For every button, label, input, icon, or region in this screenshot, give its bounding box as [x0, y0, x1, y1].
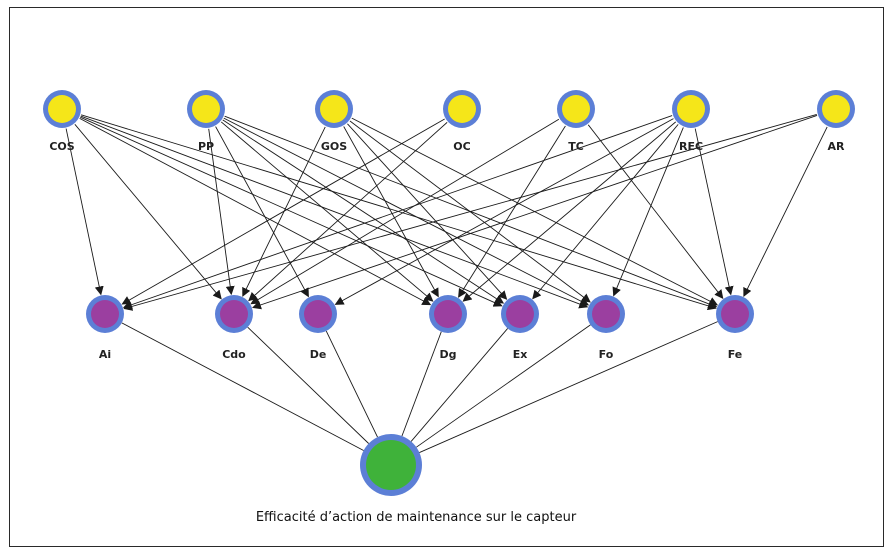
edge-oc-to-cdo [248, 122, 448, 302]
edge-ar-to-ai [123, 113, 817, 311]
top-node-label: COS [49, 140, 74, 153]
top-node-label: GOS [321, 140, 347, 153]
mid-node-de: De [299, 295, 337, 361]
edge-pp-to-cdo [208, 128, 235, 296]
top-node-label: AR [828, 140, 846, 153]
edge-tc-to-fe [587, 124, 724, 299]
edge-pp-to-ex [222, 119, 505, 304]
edge-rec-to-ai [122, 115, 673, 310]
edge-rec-to-de [334, 118, 674, 305]
top-node-label: PP [198, 140, 214, 153]
mid-node-dg: Dg [429, 295, 467, 361]
top-node-tc: TC [557, 90, 595, 153]
top-node-pp: PP [187, 90, 225, 153]
mid-node-label: Cdo [222, 348, 246, 361]
top-node-label: REC [679, 140, 703, 153]
edge-cos-to-fo [80, 115, 589, 309]
edge-cdo-to-target [247, 326, 369, 444]
edge-rec-to-dg [462, 121, 677, 302]
edge-tc-to-dg [458, 125, 566, 298]
top-node-cos: COS [43, 90, 81, 153]
edge-rec-to-ex [532, 124, 679, 300]
edge-ex-to-target [410, 328, 509, 442]
edges-group [65, 113, 828, 453]
mid-node-cdo: Cdo [215, 295, 253, 361]
edge-pp-to-fo [223, 117, 590, 306]
edge-pp-to-de [215, 126, 309, 298]
mid-node-fo: Fo [587, 295, 625, 361]
top-node-rec: REC [672, 90, 710, 153]
edge-gos-to-ex [347, 123, 508, 300]
top-node-oc: OC [443, 90, 481, 153]
target-node [360, 434, 422, 496]
edge-oc-to-ai [121, 118, 445, 305]
mid-node-fe: Fe [716, 295, 754, 361]
edge-tc-to-cdo [250, 118, 560, 305]
edge-cos-to-dg [79, 117, 432, 306]
edge-ai-to-target [121, 322, 364, 451]
mid-node-label: Fo [599, 348, 614, 361]
mid-node-label: Ai [99, 348, 111, 361]
edge-dg-to-target [401, 331, 442, 437]
mid-node-ex: Ex [501, 295, 539, 361]
edge-rec-to-fe [694, 128, 734, 296]
edge-gos-to-dg [343, 126, 439, 298]
top-node-label: TC [568, 140, 584, 153]
top-node-ar: AR [817, 90, 855, 153]
edge-rec-to-fo [612, 127, 684, 297]
top-node-gos: GOS [315, 90, 353, 153]
edge-cos-to-cdo [74, 124, 222, 300]
edge-fe-to-target [419, 321, 718, 453]
mid-node-ai: Ai [86, 295, 124, 361]
edge-fo-to-target [416, 324, 591, 448]
edge-pp-to-dg [220, 121, 434, 302]
edge-cos-to-ex [80, 116, 503, 307]
edge-ar-to-fe [743, 126, 828, 297]
mid-node-label: Ex [513, 348, 528, 361]
mid-node-label: Dg [439, 348, 456, 361]
edge-ar-to-cdo [251, 115, 818, 310]
nodes-group: COS PP GOS OC TC REC AR Ai Cdo De Dg Ex Fo Fe [43, 90, 855, 496]
mid-node-label: Fe [728, 348, 743, 361]
edge-de-to-target [325, 330, 378, 438]
target-node-caption: Efficacité d’action de maintenance sur l… [256, 510, 577, 525]
mid-node-label: De [310, 348, 327, 361]
top-node-label: OC [453, 140, 470, 153]
diagram-frame [9, 7, 884, 547]
edge-cos-to-ai [65, 128, 104, 296]
